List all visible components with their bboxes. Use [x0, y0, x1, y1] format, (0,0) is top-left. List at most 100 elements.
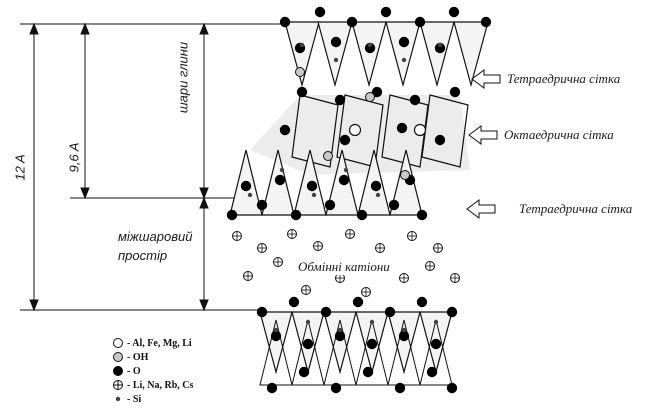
oxygen-atom [274, 174, 286, 186]
oxygen-atom [426, 366, 438, 378]
silicon-atom [273, 327, 279, 333]
label-octa: Октаедрична сітка [504, 127, 614, 142]
silicon-atom [401, 327, 407, 333]
oxygen-atom [380, 6, 392, 18]
tetrahedron [387, 311, 421, 375]
oxygen-atom [414, 16, 426, 28]
oxygen-atom [334, 330, 346, 342]
oxygen-atom [446, 306, 458, 318]
legend-text: - Al, Fe, Mg, Li [127, 337, 192, 349]
oxygen-atom [416, 209, 428, 221]
oxygen-atom [314, 6, 326, 18]
oxygen-atom [434, 134, 446, 146]
small-dot-icon [115, 396, 121, 402]
label-exchange-cations: Обмінні катіони [298, 259, 390, 275]
tetrahedron [385, 21, 421, 88]
oxygen-atom [346, 16, 358, 28]
tetrahedron [355, 319, 389, 386]
legend-text: - O [127, 365, 141, 377]
arrowhead-12a-top [29, 22, 39, 35]
arrow-octa [468, 125, 498, 145]
dim-label-clay-layers: шари глини [175, 41, 191, 114]
oxygen-atom [371, 86, 383, 98]
black-circle-icon [113, 366, 123, 376]
tetrahedron [284, 21, 320, 88]
oxygen-atom [240, 180, 252, 192]
oxygen-atom [430, 338, 442, 350]
silicon-atom [401, 57, 407, 63]
oxygen-atom [338, 174, 350, 186]
arrowhead-inter-top [199, 196, 209, 209]
legend-item-o: - O [112, 364, 141, 378]
arrowhead-clay-bottom [199, 187, 209, 200]
legend-text: - OH [127, 351, 149, 363]
tetrahedron [419, 21, 455, 88]
dimension-lines [20, 22, 290, 312]
oxygen-atom [384, 306, 396, 318]
oxygen-atom [434, 42, 446, 54]
oxygen-atom [256, 199, 268, 211]
crossed-circle-icon [113, 380, 123, 390]
oxygen-atom [256, 306, 268, 318]
legend-item-cations: - Li, Na, Rb, Cs [112, 378, 193, 392]
oxygen-atom [334, 94, 346, 106]
oxygen-atom [362, 366, 374, 378]
pointer-arrows [466, 69, 501, 219]
silicon-atom [279, 167, 285, 173]
hydroxyl-atom [295, 67, 305, 77]
oxygen-atom [416, 296, 428, 308]
oxygen-atom [388, 199, 400, 211]
arrowhead-inter-bottom [199, 299, 209, 312]
oxygen-atom [279, 124, 291, 136]
hydroxyl-atom [400, 170, 410, 180]
tetrahedron [453, 21, 489, 88]
octahedral-cation [413, 123, 427, 137]
oxygen-atom [364, 42, 376, 54]
arrowhead-96a-bottom [80, 187, 90, 200]
oxygen-atom [448, 6, 460, 18]
legend-text: - Si [127, 393, 142, 405]
oxygen-atom [330, 382, 342, 394]
oxygen-atom [279, 16, 291, 28]
oxygen-atom [298, 366, 310, 378]
oxygen-atom [394, 382, 406, 394]
oxygen-atom [324, 199, 336, 211]
octahedral-cation [348, 123, 362, 137]
oxygen-atom [398, 330, 410, 342]
silicon-atom [375, 192, 381, 198]
oxygen-atom [449, 86, 461, 98]
octahedron [421, 94, 469, 168]
oxygen-atom [288, 296, 300, 308]
legend-text: - Li, Na, Rb, Cs [127, 379, 194, 391]
dim-label-96a: 9,6 A [66, 142, 82, 173]
oxygen-atom [409, 94, 421, 106]
silicon-atom [311, 192, 317, 198]
legend-item-al: - Al, Fe, Mg, Li [112, 336, 192, 350]
open-circle-icon [113, 338, 123, 348]
oxygen-atom [352, 296, 364, 308]
hydroxyl-atom [323, 151, 333, 161]
oxygen-atom [446, 382, 458, 394]
oxygen-atom [302, 338, 314, 350]
arrowhead-clay-top [199, 22, 209, 35]
arrowhead-96a-top [80, 22, 90, 35]
silicon-atom [299, 42, 305, 48]
silicon-atom [433, 319, 439, 325]
tetrahedron [419, 319, 453, 386]
oxygen-atom [398, 36, 410, 48]
tetrahedron [259, 311, 293, 375]
oxygen-atom [290, 209, 302, 221]
oxygen-atom [306, 180, 318, 192]
tetrahedron [317, 21, 353, 88]
tetrahedron [323, 311, 357, 375]
oxygen-atom [330, 36, 342, 48]
label-tetra-top: Тетраедрична сітка [507, 71, 621, 86]
octahedral-shading [250, 95, 470, 175]
silicon-atom [247, 192, 253, 198]
oxygen-atom [396, 122, 408, 134]
interlayer-label-line2: простір [118, 248, 168, 263]
arrow-tetra-top [471, 69, 501, 89]
silicon-atom [343, 167, 349, 173]
interlayer-label-line1: міжшаровий [118, 229, 193, 244]
